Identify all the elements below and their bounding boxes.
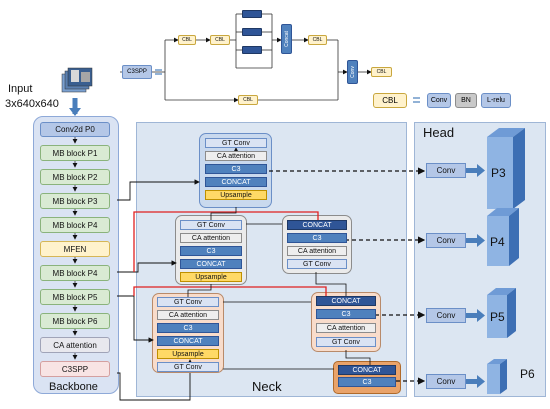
output-cubes: [487, 128, 525, 394]
backbone-neck-lines: [117, 147, 239, 401]
c3spp-diagram-label: C3SPP: [122, 65, 152, 79]
c3spp-conv-label: Conv: [349, 66, 356, 78]
backbone-block-p4b: MB block P4: [40, 265, 110, 281]
head-arrows: [466, 164, 485, 388]
backbone-block-p4: MB block P4: [40, 217, 110, 233]
backbone-block-p6: MB block P6: [40, 313, 110, 329]
p4u-ca-attention: CA attention: [287, 246, 347, 256]
head-output-p5: P5: [490, 310, 505, 324]
c3spp-cbl-2: CBL: [210, 35, 230, 45]
p3-gt-conv: GT Conv: [205, 138, 267, 148]
c3spp-maxpool-1: [242, 10, 262, 18]
c3spp-concat-label: Concat: [283, 31, 290, 47]
p5d-upsample: Upsample: [157, 349, 219, 359]
c3spp-cbl-5: CBL: [371, 67, 392, 77]
c3spp-cbl-4: CBL: [238, 95, 258, 105]
p3-concat: CONCAT: [205, 177, 267, 187]
p5u-concat: CONCAT: [316, 296, 376, 306]
p4d-upsample: Upsample: [180, 272, 242, 282]
c3spp-concat: Concat: [281, 24, 292, 54]
p5d-ca-attention: CA attention: [157, 310, 219, 320]
p6u-concat: CONCAT: [338, 365, 396, 375]
p3-upsample: Upsample: [205, 190, 267, 200]
input-image-icon: [61, 67, 93, 93]
neck-internal-lines: [187, 207, 371, 370]
backbone-block-c3spp: C3SPP: [40, 361, 110, 377]
p5d-c3: C3: [157, 323, 219, 333]
p3-c3: C3: [205, 164, 267, 174]
c3spp-maxpool-2: [242, 28, 262, 36]
backbone-block-conv2d: Conv2d P0: [40, 122, 110, 137]
p4d-concat: CONCAT: [180, 259, 242, 269]
p4u-gt-conv: GT Conv: [287, 259, 347, 269]
legend-conv: Conv: [427, 93, 451, 108]
p5d-gt-conv-bottom: GT Conv: [157, 362, 219, 372]
p5u-ca-attention: CA attention: [316, 323, 376, 333]
c3spp-maxpool-3: [242, 46, 262, 54]
p4u-c3: C3: [287, 233, 347, 243]
p6u-c3: C3: [338, 377, 396, 387]
backbone-block-ca-attention: CA attention: [40, 337, 110, 353]
c3spp-conv: Conv: [347, 60, 358, 84]
c3spp-cbl-3: CBL: [308, 35, 327, 45]
legend-lrelu: L-relu: [481, 93, 511, 108]
head-output-p6: P6: [520, 367, 535, 381]
backbone-block-p3: MB block P3: [40, 193, 110, 209]
c3spp-cbl-1: CBL: [178, 35, 196, 45]
head-conv-p6: Conv: [426, 374, 466, 389]
head-conv-p3: Conv: [426, 163, 466, 178]
neck-title: Neck: [252, 379, 282, 394]
backbone-block-p2: MB block P2: [40, 169, 110, 185]
backbone-block-p5: MB block P5: [40, 289, 110, 305]
p4d-gt-conv: GT Conv: [180, 220, 242, 230]
legend-equals: [413, 97, 420, 103]
p5d-concat: CONCAT: [157, 336, 219, 346]
legend-bn: BN: [455, 93, 477, 108]
head-output-p4: P4: [490, 235, 505, 249]
head-output-p3: P3: [491, 166, 506, 180]
p4d-ca-attention: CA attention: [180, 233, 242, 243]
input-size: 3x640x640: [5, 98, 59, 110]
p5d-gt-conv-top: GT Conv: [157, 297, 219, 307]
red-lines: [133, 211, 327, 296]
backbone-block-mfen: MFEN: [40, 241, 110, 257]
backbone-block-p1: MB block P1: [40, 145, 110, 161]
p4d-c3: C3: [180, 246, 242, 256]
head-conv-p5: Conv: [426, 308, 466, 323]
c3spp-lines: [120, 13, 372, 103]
p3-ca-attention: CA attention: [205, 151, 267, 161]
dashed-output-lines: [262, 167, 426, 385]
p5u-c3: C3: [316, 309, 376, 319]
head-conv-p4: Conv: [426, 233, 466, 248]
p5u-gt-conv: GT Conv: [316, 337, 376, 347]
legend-cbl: CBL: [373, 93, 407, 108]
input-title: Input: [8, 83, 33, 95]
p4u-concat: CONCAT: [287, 220, 347, 230]
c3spp-equals: [155, 69, 162, 75]
backbone-title: Backbone: [49, 381, 98, 393]
head-title: Head: [423, 125, 455, 140]
